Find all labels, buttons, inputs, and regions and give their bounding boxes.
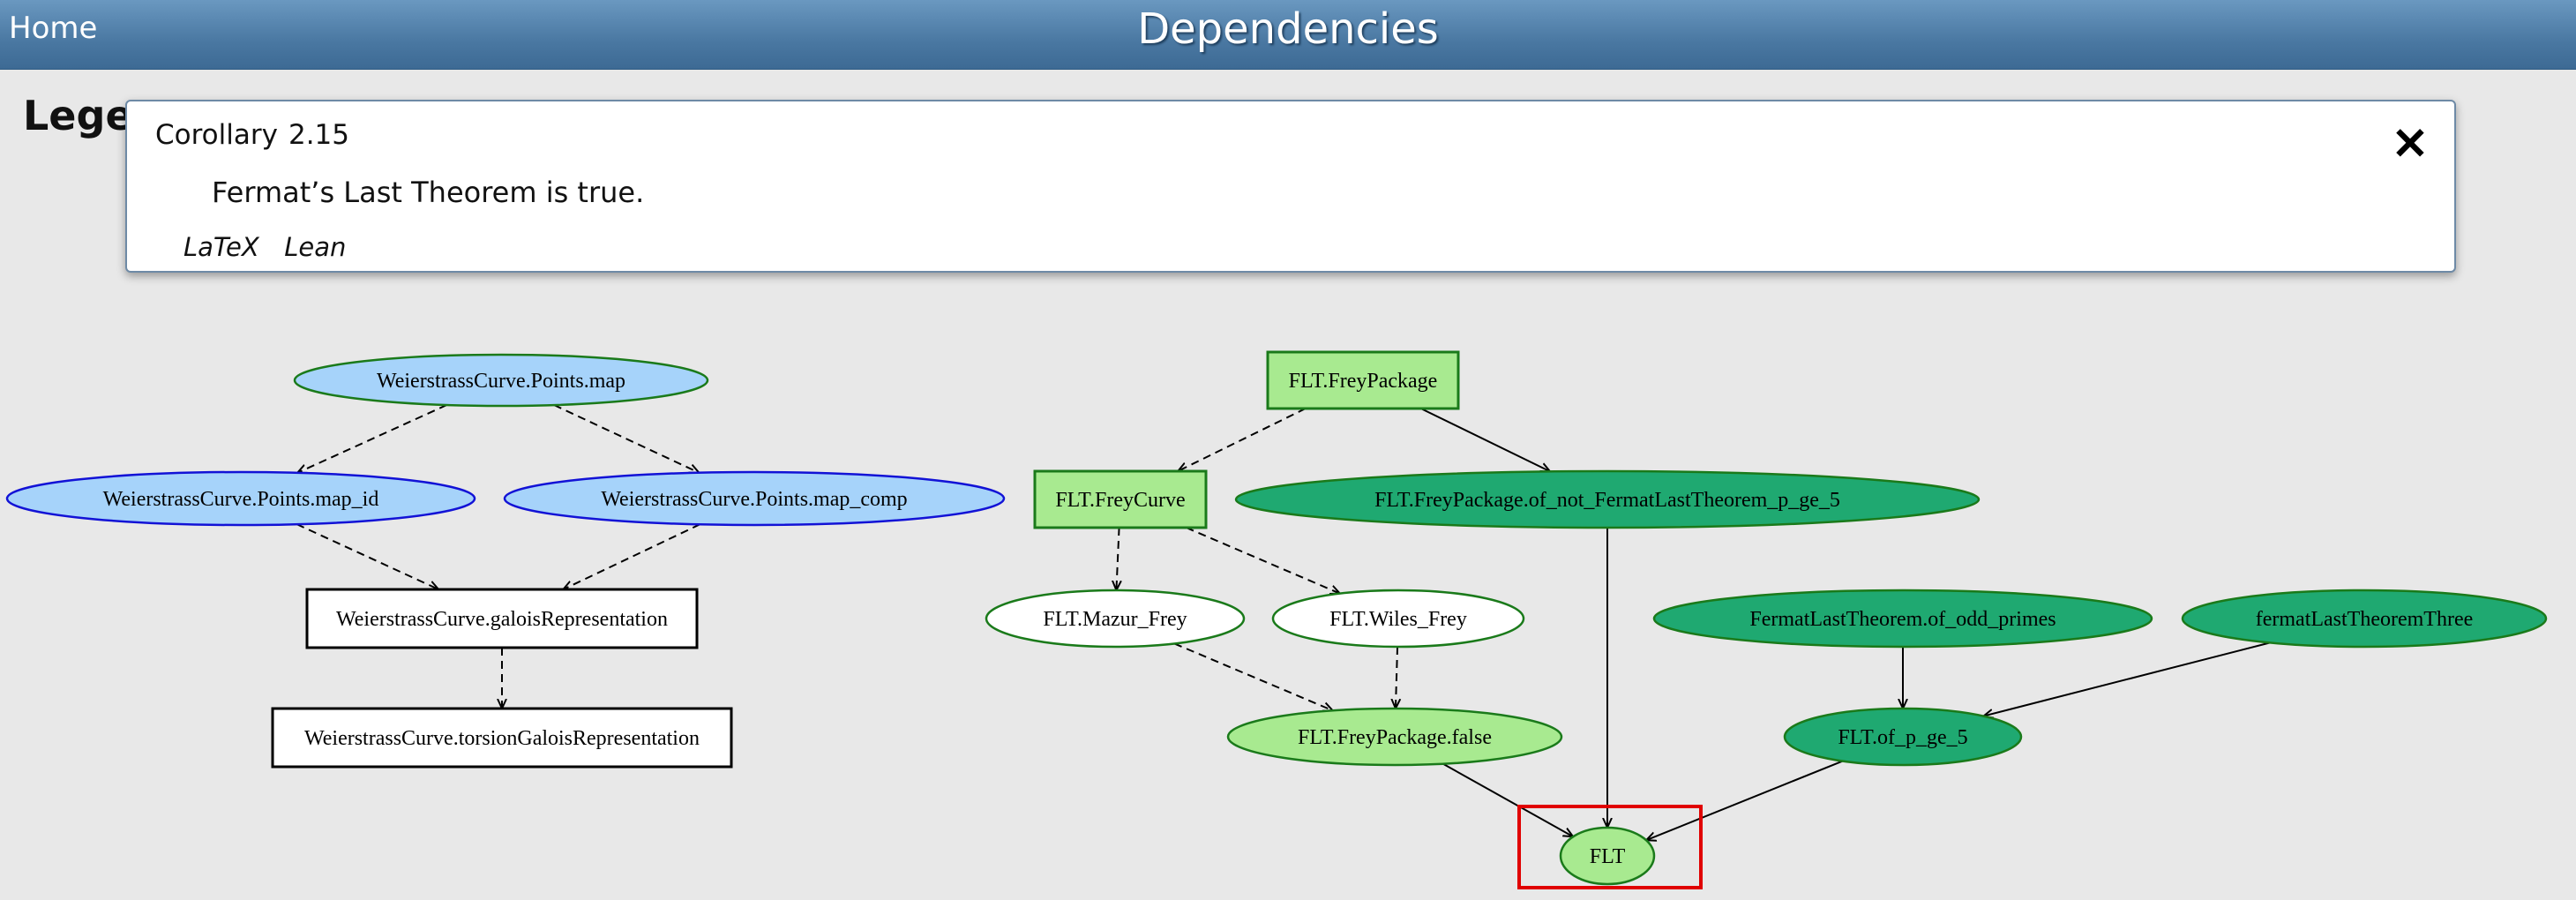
graph-node-fnot[interactable]: FLT.FreyPackage.of_not_FermatLastTheorem… — [1234, 469, 1981, 529]
graph-node-wpmc[interactable]: WeierstrassCurve.Points.map_comp — [503, 470, 1006, 527]
graph-node-three[interactable]: fermatLastTheoremThree — [2181, 589, 2548, 649]
node-label: WeierstrassCurve.Points.map — [377, 370, 625, 393]
node-shape — [2181, 589, 2548, 649]
edge-wpmc-to-wgal — [563, 523, 700, 589]
graph-node-wgal[interactable]: WeierstrassCurve.galoisRepresentation — [305, 588, 699, 649]
statement-links: LaTeX Lean — [183, 232, 367, 262]
edge-wpm-to-wpmc — [553, 404, 699, 473]
node-shape — [1652, 589, 2153, 649]
node-shape — [503, 470, 1006, 527]
node-shape — [1033, 469, 1208, 529]
graph-node-ffalse[interactable]: FLT.FreyPackage.false — [1226, 707, 1563, 767]
node-shape — [1271, 589, 1525, 649]
node-shape — [1266, 350, 1460, 410]
home-link[interactable]: Home — [9, 11, 98, 46]
edge-p5-to-flt — [1646, 760, 1844, 841]
graph-node-wpm[interactable]: WeierstrassCurve.Points.map — [293, 353, 709, 408]
graph-node-mazur[interactable]: FLT.Mazur_Frey — [985, 589, 1246, 649]
graph-node-flt[interactable]: FLT — [1559, 826, 1656, 886]
graph-node-fcurve[interactable]: FLT.FreyCurve — [1033, 469, 1208, 529]
node-label: FLT — [1590, 845, 1626, 868]
graph-node-wtor[interactable]: WeierstrassCurve.torsionGaloisRepresenta… — [271, 707, 733, 769]
node-shape — [1234, 469, 1981, 529]
edge-mazur-to-ffalse — [1173, 642, 1333, 710]
node-label: WeierstrassCurve.Points.map_comp — [601, 488, 907, 511]
lean-link[interactable]: Lean — [284, 232, 347, 262]
statement-text: Fermat’s Last Theorem is true. — [212, 176, 645, 209]
page-title: Dependencies — [1137, 4, 1439, 54]
edge-fpkg-to-fcurve — [1178, 408, 1307, 471]
graph-node-wiles[interactable]: FLT.Wiles_Frey — [1271, 589, 1525, 649]
selected-node-highlight — [1517, 805, 1703, 889]
node-shape — [1226, 707, 1563, 767]
node-info-popup: Corollary 2.15 ✕ Fermat’s Last Theorem is… — [125, 100, 2456, 273]
node-label: FLT.FreyPackage — [1289, 370, 1438, 393]
node-shape — [271, 707, 733, 769]
statement-number: 2.15 — [288, 119, 349, 151]
graph-node-wpmid[interactable]: WeierstrassCurve.Points.map_id — [5, 470, 476, 527]
edge-wiles-to-ffalse — [1396, 646, 1397, 709]
edge-fcurve-to-wiles — [1186, 527, 1340, 594]
node-label: FLT.FreyPackage.of_not_FermatLastTheorem… — [1374, 489, 1840, 512]
node-label: WeierstrassCurve.torsionGaloisRepresenta… — [304, 727, 700, 750]
node-shape — [1783, 707, 2023, 767]
edge-fcurve-to-mazur — [1116, 527, 1119, 590]
close-icon[interactable]: ✕ — [2392, 119, 2429, 169]
legend-heading: Lege — [23, 92, 133, 139]
node-shape — [985, 589, 1246, 649]
edge-three-to-p5 — [1983, 641, 2271, 716]
node-label: fermatLastTheoremThree — [2256, 608, 2474, 631]
edge-fpkg-to-fnot — [1420, 408, 1550, 471]
node-label: WeierstrassCurve.Points.map_id — [103, 488, 379, 511]
edge-wpm-to-wpmid — [297, 404, 447, 473]
latex-link[interactable]: LaTeX — [183, 232, 259, 262]
node-label: FLT.FreyPackage.false — [1298, 726, 1492, 749]
edge-ffalse-to-flt — [1442, 762, 1573, 837]
node-label: WeierstrassCurve.galoisRepresentation — [336, 608, 668, 631]
graph-node-p5[interactable]: FLT.of_p_ge_5 — [1783, 707, 2023, 767]
statement-kind: Corollary — [155, 119, 278, 151]
node-shape — [5, 470, 476, 527]
node-shape — [305, 588, 699, 649]
graph-node-odd[interactable]: FermatLastTheorem.of_odd_primes — [1652, 589, 2153, 649]
node-shape — [1559, 826, 1656, 886]
node-label: FermatLastTheorem.of_odd_primes — [1749, 608, 2056, 631]
edge-wpmid-to-wgal — [296, 523, 438, 589]
node-label: FLT.Mazur_Frey — [1043, 608, 1187, 631]
statement-title: Corollary 2.15 — [155, 119, 349, 151]
node-shape — [293, 353, 709, 408]
top-bar: Home Dependencies — [0, 0, 2576, 70]
node-label: FLT.of_p_ge_5 — [1838, 726, 1967, 749]
node-label: FLT.Wiles_Frey — [1329, 608, 1467, 631]
graph-node-fpkg[interactable]: FLT.FreyPackage — [1266, 350, 1460, 410]
node-label: FLT.FreyCurve — [1055, 489, 1185, 512]
